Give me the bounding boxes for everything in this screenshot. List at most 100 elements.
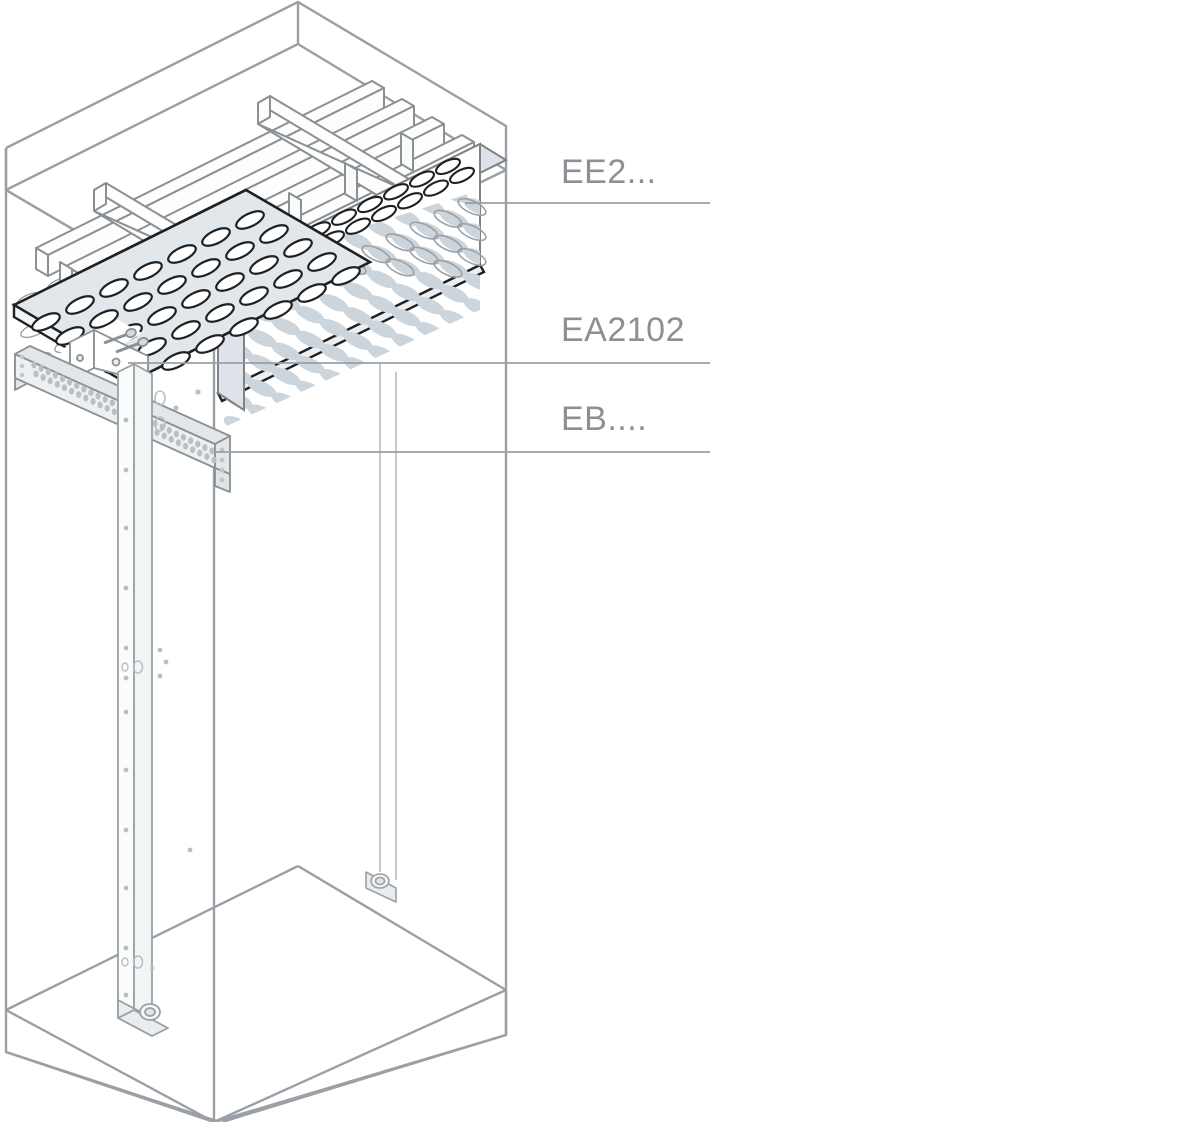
slot — [293, 402, 327, 427]
rail-hole — [88, 389, 94, 396]
shelf-slot — [161, 351, 191, 371]
upright-hole — [123, 945, 129, 951]
upright-hole — [123, 885, 129, 891]
rail-hole — [45, 368, 51, 376]
label-ea2102: EA2102 — [561, 311, 685, 349]
slot — [437, 331, 471, 357]
rail-hole — [54, 380, 60, 388]
rail-hole — [81, 385, 87, 393]
slot-outline — [433, 259, 463, 278]
shelf-slot — [215, 272, 245, 292]
rail-hole — [33, 370, 39, 378]
slot — [437, 306, 471, 332]
slot-outline — [409, 246, 439, 265]
shelf-slot — [229, 317, 259, 337]
slot — [365, 366, 399, 392]
cabinet-plinth — [4, 990, 508, 1122]
slot — [293, 377, 327, 402]
slot-outline — [457, 222, 487, 242]
upright-hole — [123, 767, 129, 773]
shelf-slot — [307, 252, 337, 272]
rail-hole — [104, 405, 110, 412]
flange-slot — [331, 208, 357, 226]
flange-slot — [357, 195, 383, 214]
rail-hole — [190, 446, 196, 454]
shelf-slot — [99, 278, 129, 298]
rail-hole — [180, 433, 187, 441]
rail-hole — [97, 401, 103, 409]
slot — [221, 412, 255, 430]
rail-hole — [52, 371, 58, 379]
bolt-1 — [103, 327, 137, 345]
slot-outline — [385, 233, 415, 252]
slot — [341, 378, 375, 404]
vertical-mounting-profile — [117, 363, 397, 1037]
rail-hole — [61, 384, 68, 392]
rail-hole — [209, 447, 215, 455]
flange-slot — [423, 179, 449, 197]
rail-hole — [168, 435, 174, 443]
shelf-slot — [123, 292, 153, 312]
slot — [341, 353, 375, 379]
slot — [154, 378, 186, 390]
rail-hole — [188, 437, 194, 445]
upright-hole — [123, 992, 129, 998]
rail-hole — [69, 387, 75, 395]
rail-hole — [166, 426, 172, 434]
flange-slot — [383, 183, 409, 201]
upright-rear-profile — [379, 364, 397, 880]
rail-endplate-holes — [19, 354, 225, 483]
shelf-slot — [157, 275, 187, 295]
upright-left-face — [117, 363, 135, 1019]
shelf-slot — [195, 334, 225, 354]
panel-reference-holes — [121, 647, 193, 971]
flange-slot — [397, 192, 423, 210]
rail-hole — [38, 365, 44, 372]
cabinet-enclosure — [4, 0, 508, 1122]
leader-lines — [128, 202, 710, 453]
shelf-area-holes — [154, 389, 201, 432]
rail-hole — [90, 398, 96, 405]
shelf-slot — [181, 289, 211, 309]
rail-hole — [109, 399, 115, 407]
upright-hole — [123, 827, 129, 833]
rail-hole — [47, 377, 53, 385]
flange-slot — [409, 170, 435, 188]
shelf-slot — [259, 224, 289, 244]
rail-hole — [102, 396, 108, 403]
shelf-slot — [331, 266, 361, 286]
shelf-slot — [205, 303, 235, 323]
upright-front-face — [133, 363, 153, 1021]
slot — [184, 363, 216, 387]
shelf-slot — [133, 261, 163, 281]
slot — [461, 319, 480, 345]
slot — [245, 400, 279, 426]
shelf-slot — [235, 210, 265, 230]
rail-hole — [111, 408, 117, 416]
upright-holes — [123, 417, 129, 998]
rail-hole — [59, 375, 66, 383]
rail-hole — [83, 394, 89, 402]
slot — [461, 294, 480, 320]
shelf-slot — [171, 320, 201, 340]
rail-hole — [204, 453, 210, 460]
rail-hole — [161, 432, 167, 440]
slot — [269, 414, 303, 430]
shelf-slot — [249, 255, 279, 275]
shelf-slot — [225, 241, 255, 261]
shelf-slot — [201, 227, 231, 247]
shelf-slot — [65, 295, 95, 315]
rail-hole — [182, 442, 189, 450]
flange-slot — [435, 157, 461, 176]
shelf-slot — [239, 286, 269, 306]
slot-outline — [433, 209, 463, 228]
rail-hole — [95, 392, 101, 400]
slot — [317, 365, 351, 391]
shelf-slot — [297, 283, 327, 303]
upright-foot — [117, 999, 169, 1037]
shelf-slot — [191, 258, 221, 278]
shelf-slot — [263, 300, 293, 320]
rail-hole — [40, 374, 46, 381]
